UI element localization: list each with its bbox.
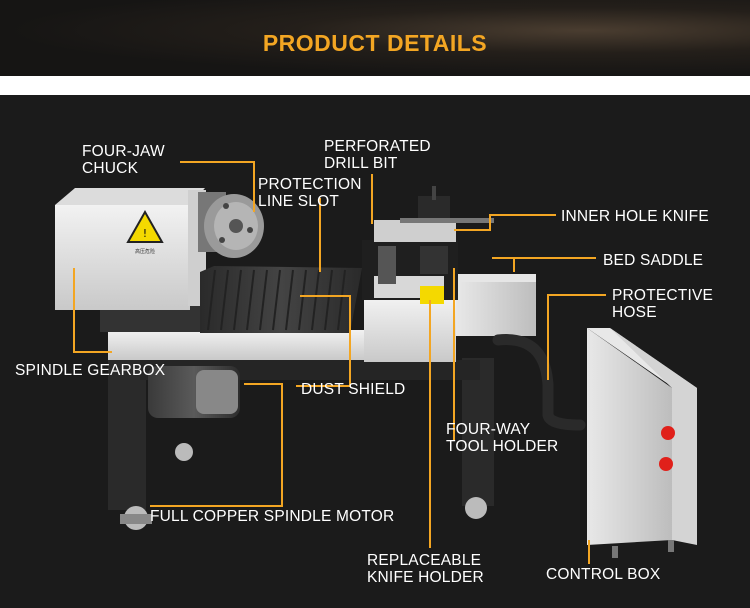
svg-text:!: !: [143, 227, 147, 240]
spindle-motor: [148, 366, 240, 418]
bed-base: [100, 306, 204, 332]
svg-text:高压危险: 高压危险: [135, 248, 155, 255]
label-protection-line-slot: PROTECTION LINE SLOT: [258, 176, 362, 210]
protective-hose: [492, 334, 586, 431]
leader-lines: [73, 161, 606, 564]
lathe-bed: [108, 330, 364, 360]
header-banner: PRODUCT DETAILS: [0, 0, 750, 76]
label-bed-saddle: BED SADDLE: [603, 252, 704, 269]
label-dust-shield: DUST SHIELD: [301, 381, 406, 398]
label-four-jaw-chuck: FOUR-JAW CHUCK: [82, 143, 165, 177]
label-protective-hose: PROTECTIVE HOSE: [612, 287, 714, 321]
label-perforated-drill-bit: PERFORATED DRILL BIT: [324, 138, 431, 172]
label-spindle-gearbox: SPINDLE GEARBOX: [15, 362, 166, 379]
label-four-way-tool-holder: FOUR-WAY TOOL HOLDER: [446, 421, 559, 455]
indicator-light-bottom: [659, 457, 673, 471]
spindle-gearbox-housing: ! 高压危险: [55, 188, 206, 310]
indicator-light-top: [661, 426, 675, 440]
tool-holder: [374, 186, 494, 284]
label-replaceable-knife-holder: REPLACEABLE KNIFE HOLDER: [367, 552, 484, 586]
four-jaw-chuck: [198, 192, 264, 258]
white-divider: [0, 76, 750, 95]
control-box: [587, 328, 697, 558]
label-full-copper-spindle-motor: FULL COPPER SPINDLE MOTOR: [150, 508, 395, 525]
label-inner-hole-knife: INNER HOLE KNIFE: [561, 208, 709, 225]
machine-stand: [108, 358, 494, 530]
dust-shield-bellows: [200, 266, 362, 333]
page-title: PRODUCT DETAILS: [262, 30, 488, 56]
label-control-box: CONTROL BOX: [546, 566, 661, 583]
